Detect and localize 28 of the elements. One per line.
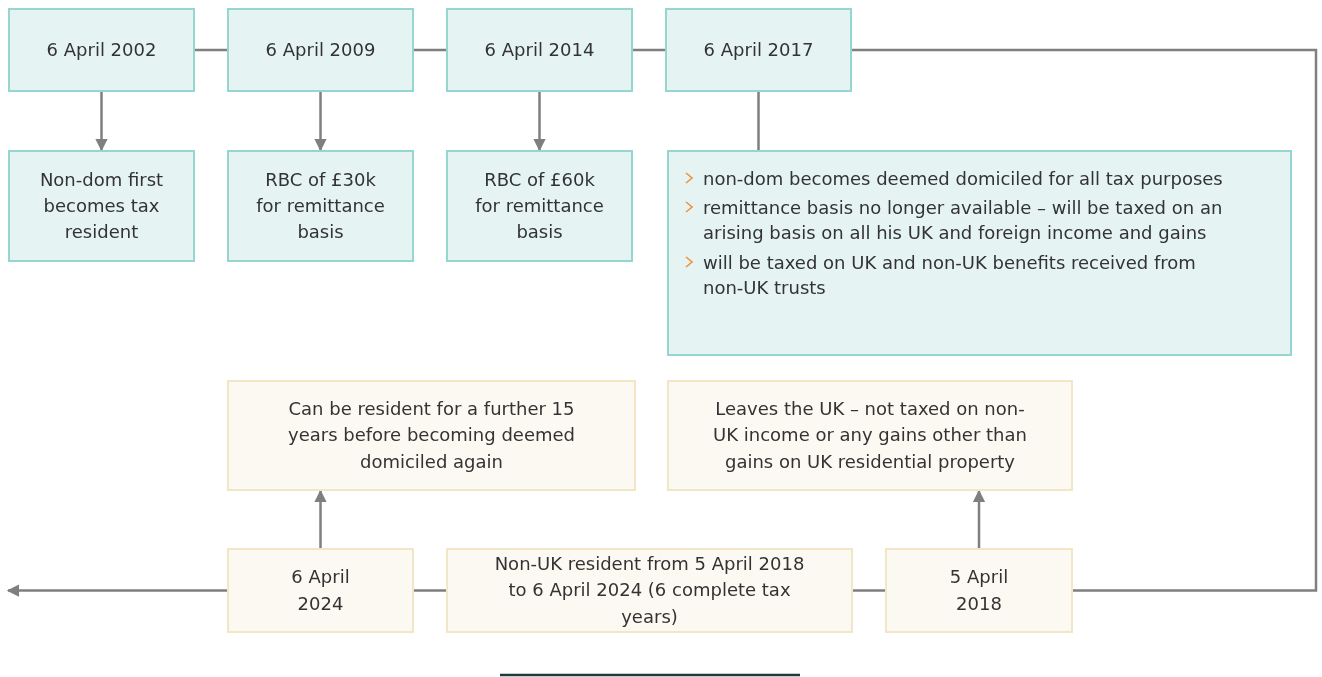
info-box [667,150,1292,356]
event-box: Non-UK resident from 5 April 2018 to 6 April 2024 (6 complete tax years) [446,548,853,633]
date-box: 6 April 2017 [665,8,852,92]
arrow [95,92,108,152]
connector-line [852,48,1318,592]
event-box: 6 April 2024 [227,548,414,633]
date-box: RBC of £30k for remittance basis [227,150,414,262]
arrow [533,92,546,152]
bullet-text: non-dom becomes deemed domiciled for all tax purposes [703,167,1223,191]
arrow [314,489,327,548]
bullet-text: will be taxed on UK and non-UK benefits received from non-UK trusts [703,250,1197,300]
connector-line [853,589,885,592]
connector-line [414,48,446,52]
connector-line [633,48,665,52]
date-box: 6 April 2009 [227,8,414,92]
connector-line [757,92,760,150]
arrow [972,489,986,548]
arrow [6,584,227,597]
event-box: Leaves the UK – not taxed on non-UK income or any gains other than gains on UK residential property [667,380,1073,491]
event-box: 5 April 2018 [885,548,1073,633]
event-box: Can be resident for a further 15 years before becoming deemed domiciled again [227,380,636,491]
connector-line [195,48,227,52]
arrow [314,92,327,152]
connector-line [414,589,446,592]
date-box: RBC of £60k for remittance basis [446,150,633,262]
date-box: Non-dom first becomes tax resident [8,150,195,262]
date-box: 6 April 2014 [446,8,633,92]
date-box: 6 April 2002 [8,8,195,92]
